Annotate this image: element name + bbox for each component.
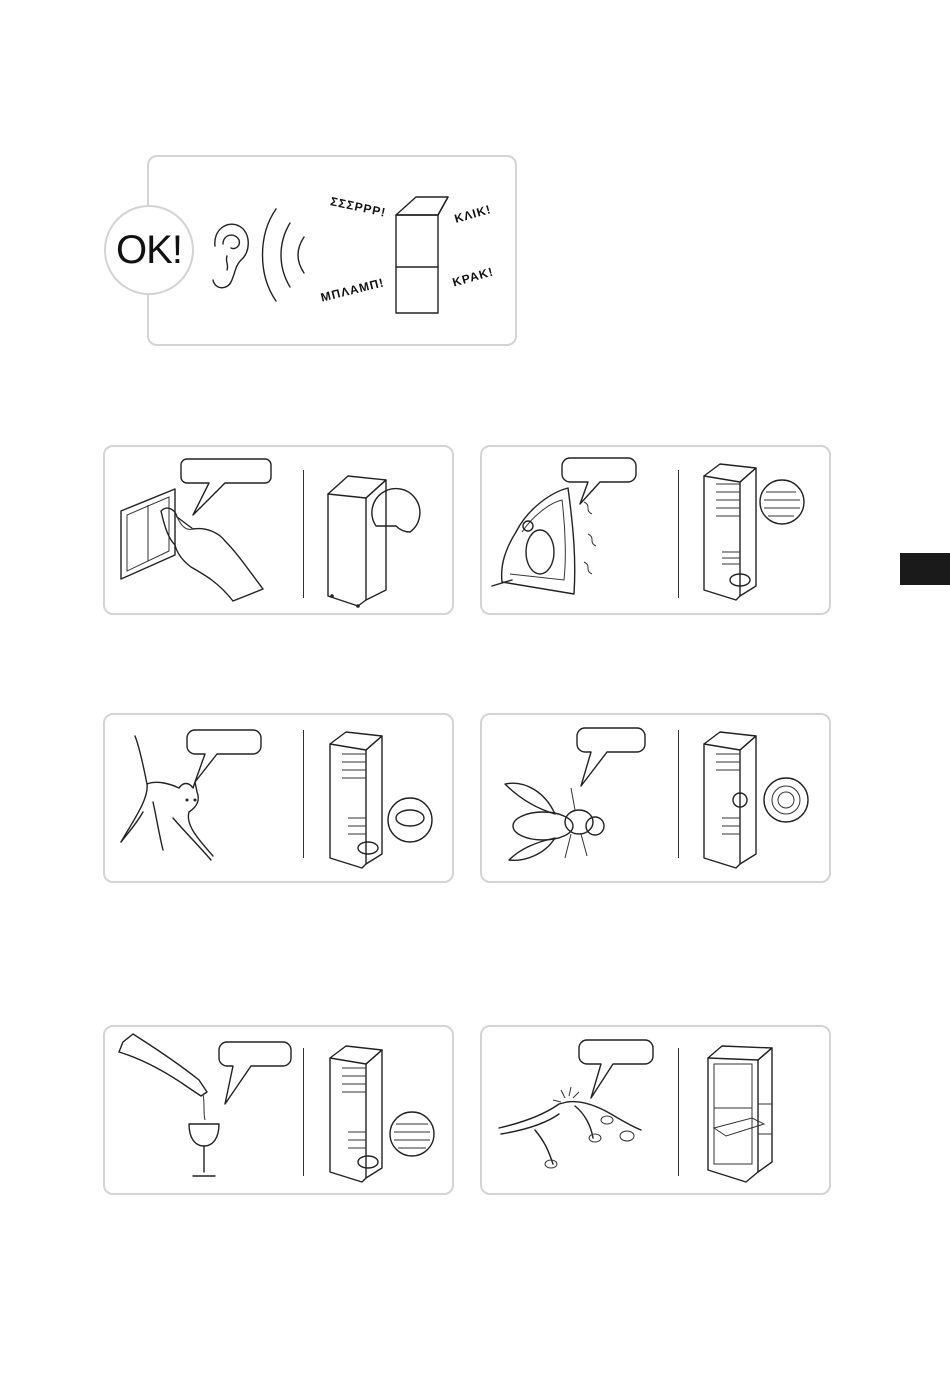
fridge-interior-icon [700, 1044, 825, 1189]
fridge-back-icon [696, 462, 821, 607]
sound-waves-icon [258, 205, 318, 305]
ok-badge: OK! [104, 205, 194, 295]
divider [678, 470, 679, 598]
noise-info-panel [147, 155, 517, 346]
fridge-icon [392, 195, 452, 317]
divider [303, 1048, 304, 1176]
fridge-pipes-icon [322, 1044, 447, 1189]
section-tab [900, 553, 950, 585]
divider [678, 1048, 679, 1176]
cat-icon [113, 722, 273, 872]
divider [303, 470, 304, 598]
divider [303, 730, 304, 858]
ear-icon [205, 218, 255, 293]
light-switch-icon [115, 455, 295, 605]
branch-icon [495, 1034, 660, 1184]
fly-icon [495, 722, 660, 872]
fridge-fan-icon [696, 730, 821, 875]
divider [678, 730, 679, 858]
fridge-compressor-icon [322, 730, 447, 875]
iron-icon [488, 452, 648, 602]
wine-bottle-icon [115, 1034, 295, 1184]
fridge-icon [320, 470, 445, 610]
